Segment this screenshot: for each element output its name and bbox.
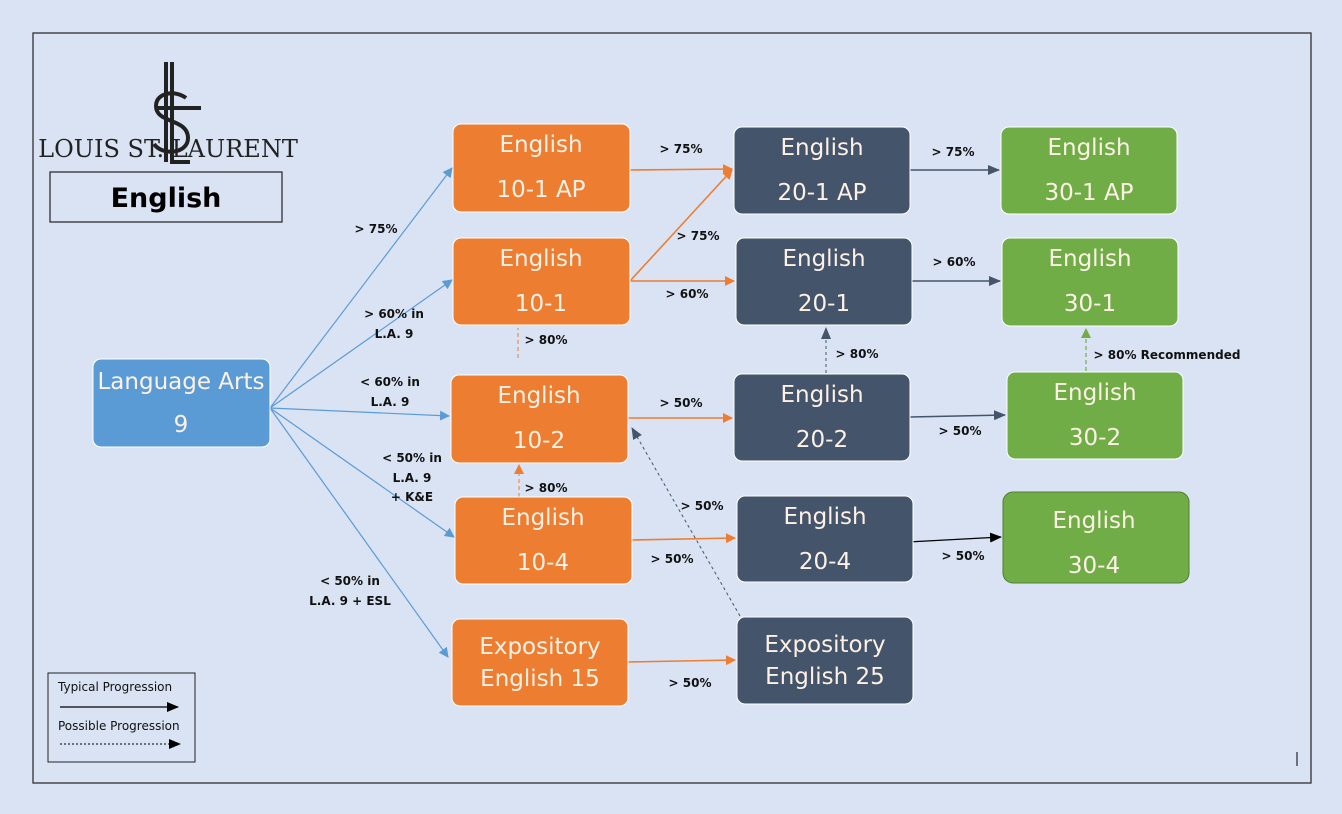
node-english-20-1-ap: English 20-1 AP [733,126,911,215]
node-english-20-2: English 20-2 [733,373,911,462]
svg-text:English: English [782,246,865,272]
svg-text:10-4: 10-4 [517,550,569,576]
svg-text:English: English [1047,135,1130,161]
node-english-30-1: English 30-1 [1001,237,1179,327]
svg-text:English: English [780,382,863,408]
node-english-10-4: English 10-4 [454,496,633,585]
svg-text:> 75%: > 75% [677,229,720,243]
edges-from-la9 [269,167,455,658]
svg-text:10-1 AP: 10-1 AP [496,177,585,203]
svg-text:> 50%: > 50% [660,396,703,410]
svg-text:20-4: 20-4 [799,549,851,575]
svg-text:> 50%: > 50% [681,499,724,513]
legend: Typical Progression Possible Progression [47,672,196,763]
svg-text:English: English [499,132,582,158]
svg-text:English 15: English 15 [480,666,600,692]
node-english-20-1: English 20-1 [735,237,913,326]
node-language-arts-9: Language Arts 9 [92,358,271,448]
svg-text:English: English [1053,380,1136,406]
subject-title: English [111,183,222,214]
svg-text:20-2: 20-2 [796,427,848,453]
svg-text:L.A. 9: L.A. 9 [393,471,432,485]
node-english-10-2: English 10-2 [450,374,629,464]
svg-text:Expository: Expository [479,634,600,660]
svg-text:English: English [1048,246,1131,272]
node-expository-english-15: Expository English 15 [451,618,629,707]
edges-from-grade10 [514,164,736,666]
svg-text:> 60% in: > 60% in [364,307,424,321]
svg-text:English: English [499,246,582,272]
node-english-30-4: English 30-4 [1002,491,1190,584]
svg-text:20-1: 20-1 [798,291,850,317]
svg-text:> 60%: > 60% [933,255,976,269]
svg-text:9: 9 [174,412,189,438]
svg-text:L.A. 9 + ESL: L.A. 9 + ESL [309,594,391,608]
svg-text:Language Arts: Language Arts [97,369,264,395]
svg-text:< 60% in: < 60% in [360,375,420,389]
svg-text:English: English [783,504,866,530]
svg-text:English: English [501,505,584,531]
svg-text:+ K&E: + K&E [391,490,433,504]
svg-text:10-1: 10-1 [515,291,567,317]
legend-typical-label: Typical Progression [57,680,172,694]
edge-20-4-to-30-4 [907,532,1002,543]
svg-text:> 50%: > 50% [942,549,985,563]
node-english-30-1-ap: English 30-1 AP [1000,126,1178,215]
svg-text:> 75%: > 75% [660,142,703,156]
svg-text:Expository: Expository [764,632,885,658]
svg-text:> 80%: > 80% [836,347,879,361]
svg-text:30-4: 30-4 [1068,553,1120,579]
svg-text:> 60%: > 60% [666,287,709,301]
svg-text:> 75%: > 75% [932,145,975,159]
node-english-20-4: English 20-4 [736,495,914,583]
svg-text:> 50%: > 50% [939,424,982,438]
svg-text:> 80% Recommended: > 80% Recommended [1094,348,1241,362]
svg-text:30-1 AP: 30-1 AP [1044,180,1133,206]
svg-text:English 25: English 25 [765,664,885,690]
node-expository-english-25: Expository English 25 [736,616,914,705]
node-english-10-1-ap: English 10-1 AP [452,123,631,213]
school-name: LOUIS ST. LAURENT [38,135,298,163]
frame [32,32,1312,784]
school-logo: LOUIS ST. LAURENT [38,62,298,164]
svg-text:> 80%: > 80% [525,481,568,495]
edges-from-grade20 [631,165,1006,617]
svg-text:> 75%: > 75% [355,222,398,236]
node-english-30-2: English 30-2 [1006,371,1184,460]
svg-text:< 50% in: < 50% in [320,574,380,588]
svg-text:> 50%: > 50% [651,552,694,566]
svg-text:English: English [1052,508,1135,534]
edge-labels: > 75% > 60% in L.A. 9 < 60% in L.A. 9 < … [309,142,1240,690]
node-english-10-1: English 10-1 [452,237,631,326]
svg-text:10-2: 10-2 [513,428,565,454]
legend-possible-label: Possible Progression [58,719,180,733]
svg-text:30-1: 30-1 [1064,291,1116,317]
svg-text:30-2: 30-2 [1069,425,1121,451]
svg-text:L.A. 9: L.A. 9 [371,395,410,409]
svg-text:English: English [780,135,863,161]
svg-text:< 50% in: < 50% in [382,451,442,465]
svg-text:L.A. 9: L.A. 9 [375,327,414,341]
svg-text:> 50%: > 50% [669,676,712,690]
svg-text:20-1 AP: 20-1 AP [777,180,866,206]
subject-title-box [49,171,283,223]
svg-text:> 80%: > 80% [525,333,568,347]
svg-text:English: English [497,383,580,409]
